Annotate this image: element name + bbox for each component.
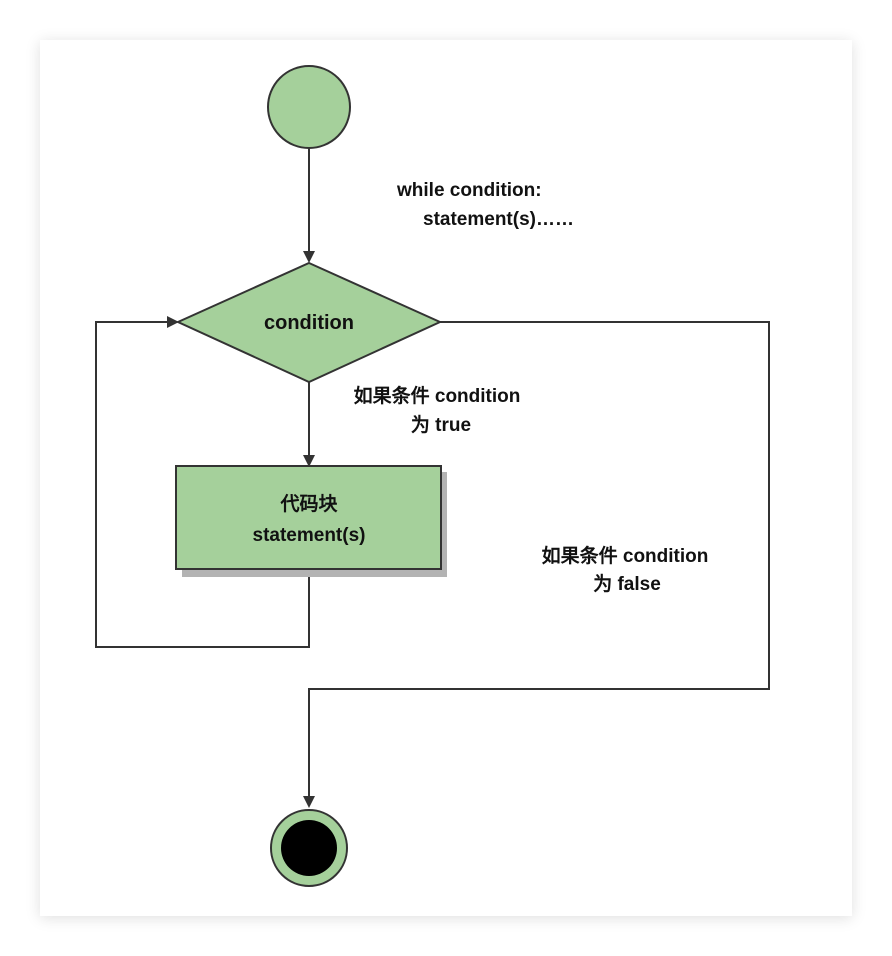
start-node	[267, 65, 351, 149]
edge-block-loop-back	[95, 316, 310, 648]
false-label-line-2: 为 false	[593, 572, 661, 595]
statement-block	[175, 465, 442, 570]
while-annotation-line-1: while condition:	[396, 180, 542, 201]
condition-label: condition	[264, 312, 354, 334]
block-label-line-1: 代码块	[279, 493, 338, 515]
block-label-line-2: statement(s)	[253, 525, 366, 546]
edge-condition-to-end	[303, 321, 770, 808]
condition-diamond	[175, 261, 443, 384]
end-node-inner	[281, 820, 337, 876]
while-annotation-line-2: statement(s)……	[423, 209, 574, 230]
false-label-line-1: 如果条件 condition	[542, 544, 709, 567]
true-label-line-1: 如果条件 condition	[354, 384, 521, 407]
true-label-line-2: 为 true	[411, 413, 471, 436]
